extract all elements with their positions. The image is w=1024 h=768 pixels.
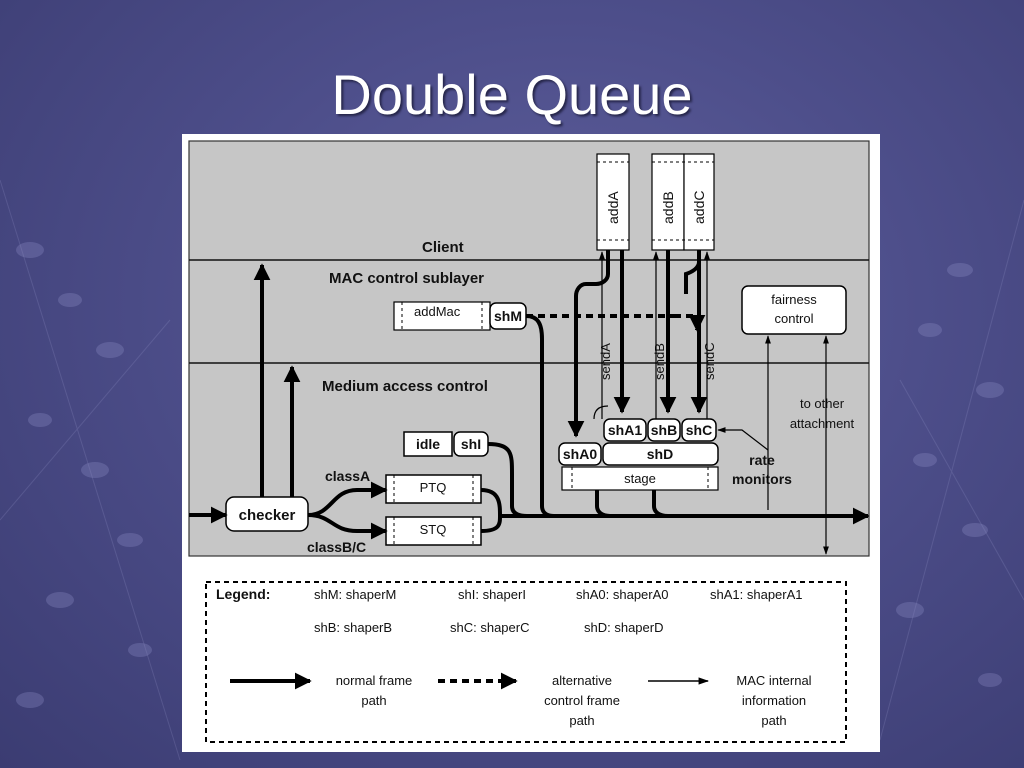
legend-mac-internal-path: MAC internal information path — [648, 673, 812, 728]
layer-label-mac-control: MAC control sublayer — [329, 270, 484, 287]
svg-text:path: path — [761, 713, 786, 728]
svg-text:control frame: control frame — [544, 693, 620, 708]
checker-box: checker — [225, 496, 309, 532]
label-sendA: sendA — [598, 343, 613, 380]
slide-title: Double Queue — [331, 63, 693, 126]
svg-text:shC: shC — [686, 422, 712, 438]
idle-box: idle — [403, 431, 453, 457]
svg-text:shA0: shA0 — [563, 446, 597, 462]
shaper-shI: shI — [453, 431, 489, 457]
legend-abbr: shA0: shaperA0 — [576, 587, 669, 602]
queue-ptq: PTQ — [385, 474, 482, 504]
svg-text:path: path — [569, 713, 594, 728]
label-monitors: monitors — [732, 471, 792, 487]
svg-text:shA1: shA1 — [608, 422, 642, 438]
buffer-addMac: addMac — [393, 301, 491, 331]
double-queue-diagram: Client MAC control sublayer Medium acces… — [188, 140, 870, 743]
double-queue-figure: Client MAC control sublayer Medium acces… — [182, 134, 880, 752]
svg-text:control: control — [774, 311, 813, 326]
queue-stq: STQ — [385, 516, 482, 546]
svg-text:STQ: STQ — [420, 522, 447, 537]
legend-title: Legend: — [216, 586, 270, 602]
shaper-shB: shB — [647, 418, 681, 442]
label-rate: rate — [749, 452, 775, 468]
svg-text:normal frame: normal frame — [336, 673, 413, 688]
label-attachment: attachment — [790, 416, 855, 431]
label-classBC: classB/C — [307, 539, 366, 555]
legend-box — [205, 581, 847, 743]
svg-text:PTQ: PTQ — [420, 480, 447, 495]
shaper-shM: shM — [489, 302, 527, 330]
svg-text:information: information — [742, 693, 806, 708]
legend-abbr: shI: shaperI — [458, 587, 526, 602]
svg-text:addB: addB — [660, 191, 676, 224]
flow-paths — [189, 250, 870, 555]
label-sendB: sendB — [652, 343, 667, 380]
buffer-stage: stage — [561, 466, 719, 491]
buffer-addB: addB — [651, 153, 685, 251]
legend-abbr: shB: shaperB — [314, 620, 392, 635]
svg-text:shB: shB — [651, 422, 677, 438]
layer-label-medium-access: Medium access control — [322, 378, 488, 395]
legend-alternative-path: alternative control frame path — [438, 672, 620, 728]
shaper-shD: shD — [602, 442, 719, 466]
svg-text:shM: shM — [494, 308, 522, 324]
legend-normal-path: normal frame path — [230, 672, 413, 708]
svg-text:path: path — [361, 693, 386, 708]
legend-abbr: shC: shaperC — [450, 620, 529, 635]
svg-text:shI: shI — [461, 436, 481, 452]
legend-abbr: shM: shaperM — [314, 587, 396, 602]
label-classA: classA — [325, 468, 370, 484]
layer-label-client: Client — [422, 239, 464, 256]
legend-abbr: shA1: shaperA1 — [710, 587, 803, 602]
svg-text:addA: addA — [605, 191, 621, 224]
diagram-background — [188, 140, 870, 557]
shaper-shA0: shA0 — [558, 442, 602, 466]
svg-text:fairness: fairness — [771, 292, 817, 307]
svg-text:alternative: alternative — [552, 673, 612, 688]
legend-abbr: shD: shaperD — [584, 620, 663, 635]
svg-text:shD: shD — [647, 446, 673, 462]
label-sendC: sendC — [702, 342, 717, 380]
svg-text:checker: checker — [239, 507, 296, 524]
svg-text:stage: stage — [624, 471, 656, 486]
svg-text:addC: addC — [691, 191, 707, 224]
buffer-addC: addC — [683, 153, 715, 251]
svg-text:idle: idle — [416, 436, 440, 452]
svg-text:MAC internal: MAC internal — [736, 673, 811, 688]
label-to-other: to other — [800, 396, 845, 411]
svg-text:addMac: addMac — [414, 304, 461, 319]
shaper-shA1: shA1 — [603, 418, 647, 442]
shaper-shC: shC — [681, 418, 717, 442]
fairness-control-box: fairness control — [741, 285, 847, 335]
buffer-addA: addA — [596, 153, 630, 251]
